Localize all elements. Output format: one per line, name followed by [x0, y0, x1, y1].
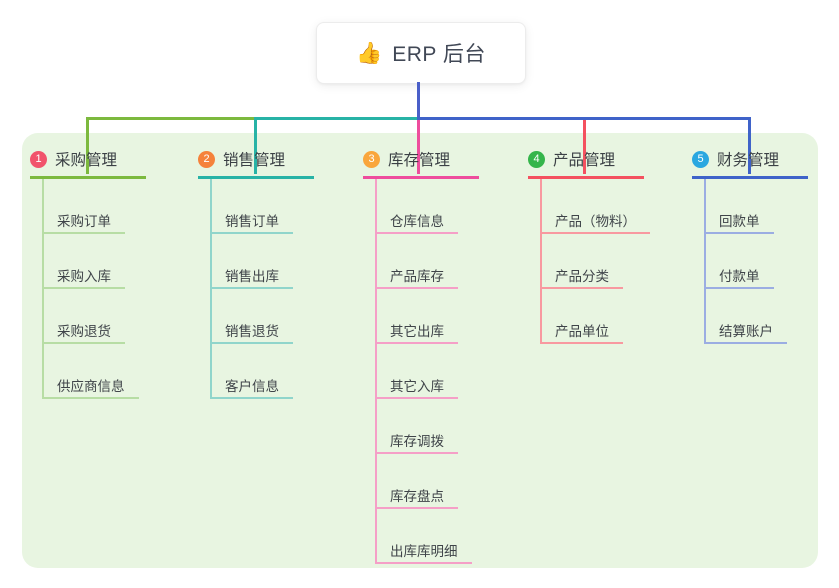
branch-header[interactable]: 4 产品管理	[528, 148, 644, 179]
branch-1: 1 采购管理采购订单采购入库采购退货供应商信息	[30, 148, 230, 399]
child-node[interactable]: 产品单位	[542, 289, 623, 344]
connector-branch-drop	[417, 120, 420, 174]
connector-bus-segment	[86, 117, 257, 120]
branch-number-badge: 4	[528, 150, 545, 168]
child-node[interactable]: 仓库信息	[377, 179, 458, 234]
child-node[interactable]: 其它出库	[377, 289, 458, 344]
mindmap-panel	[22, 133, 818, 568]
connector-branch-drop	[748, 120, 751, 174]
branch-4: 4 产品管理产品（物料）产品分类产品单位	[528, 148, 728, 344]
branch-header[interactable]: 1 采购管理	[30, 148, 146, 179]
child-node[interactable]: 产品库存	[377, 234, 458, 289]
child-node[interactable]: 产品分类	[542, 234, 623, 289]
branch-header[interactable]: 5 财务管理	[692, 148, 808, 179]
connector-branch-drop	[583, 120, 586, 174]
child-node[interactable]: 库存盘点	[377, 454, 458, 509]
child-node[interactable]: 产品（物料）	[542, 179, 650, 234]
child-node[interactable]: 客户信息	[212, 344, 293, 399]
branch-number-badge: 5	[692, 150, 709, 168]
child-node[interactable]: 采购入库	[44, 234, 125, 289]
child-node[interactable]: 结算账户	[706, 289, 787, 344]
branch-5: 5 财务管理回款单付款单结算账户	[692, 148, 839, 344]
child-node[interactable]: 销售出库	[212, 234, 293, 289]
branch-number-badge: 3	[363, 150, 380, 168]
child-node[interactable]: 销售退货	[212, 289, 293, 344]
child-node[interactable]: 库存调拨	[377, 399, 458, 454]
connector-branch-drop	[254, 120, 257, 174]
branch-children: 销售订单销售出库销售退货客户信息	[210, 179, 293, 399]
child-node[interactable]: 回款单	[706, 179, 774, 234]
connector-branch-drop	[86, 120, 89, 174]
child-node[interactable]: 出库库明细	[377, 509, 472, 564]
branch-children: 产品（物料）产品分类产品单位	[540, 179, 650, 344]
branch-label: 库存管理	[388, 152, 451, 169]
root-node-label: ERP 后台	[392, 43, 486, 66]
branch-number-badge: 2	[198, 150, 215, 168]
branch-label: 销售管理	[223, 152, 286, 169]
branch-2: 2 销售管理销售订单销售出库销售退货客户信息	[198, 148, 398, 399]
branch-label: 财务管理	[717, 152, 780, 169]
child-node[interactable]: 付款单	[706, 234, 774, 289]
child-node[interactable]: 其它入库	[377, 344, 458, 399]
connector-bus-segment	[417, 117, 751, 120]
connector-root-trunk	[417, 82, 420, 117]
branch-children: 采购订单采购入库采购退货供应商信息	[42, 179, 139, 399]
branch-3: 3 库存管理仓库信息产品库存其它出库其它入库库存调拨库存盘点出库库明细	[363, 148, 563, 564]
child-node[interactable]: 供应商信息	[44, 344, 139, 399]
branch-label: 采购管理	[55, 152, 118, 169]
branch-header[interactable]: 3 库存管理	[363, 148, 479, 179]
root-node[interactable]: 👍 ERP 后台	[316, 22, 526, 84]
branch-number-badge: 1	[30, 150, 47, 168]
child-node[interactable]: 销售订单	[212, 179, 293, 234]
child-node[interactable]: 采购订单	[44, 179, 125, 234]
thumbs-up-icon: 👍	[356, 41, 383, 65]
branch-header[interactable]: 2 销售管理	[198, 148, 314, 179]
branch-label: 产品管理	[553, 152, 616, 169]
branch-children: 仓库信息产品库存其它出库其它入库库存调拨库存盘点出库库明细	[375, 179, 472, 564]
connector-bus-segment	[254, 117, 420, 120]
branch-children: 回款单付款单结算账户	[704, 179, 787, 344]
child-node[interactable]: 采购退货	[44, 289, 125, 344]
